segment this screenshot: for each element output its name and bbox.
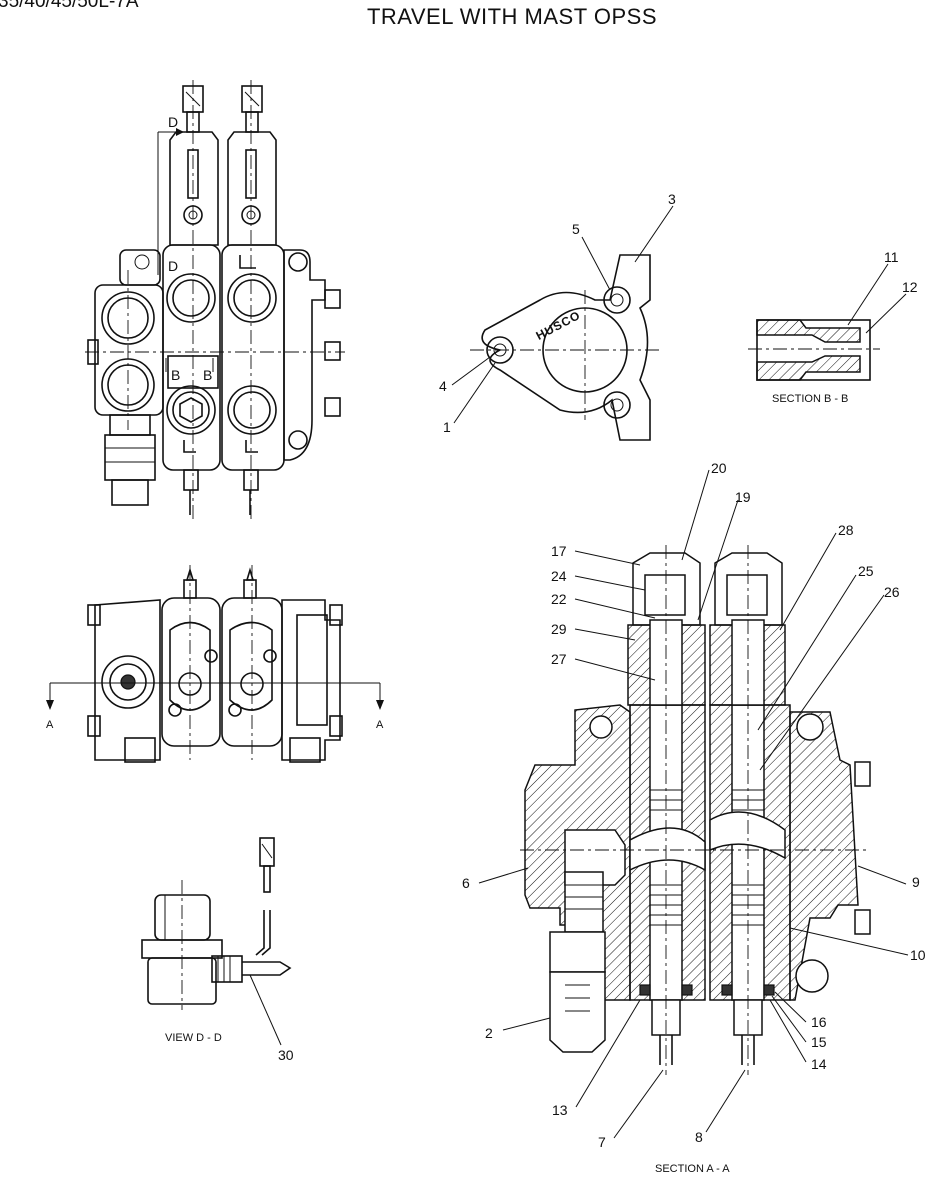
view-letter-a-left: A [46, 719, 54, 731]
callout-15: 15 [811, 1034, 827, 1050]
top-view [46, 565, 384, 763]
section-a-a-drawing [520, 545, 871, 1075]
view-letter-d-body: D [168, 258, 178, 274]
callout-5: 5 [572, 221, 580, 237]
callout-17: 17 [551, 543, 567, 559]
callout-30: 30 [278, 1047, 294, 1063]
view-letter-b-left: B [171, 367, 180, 383]
callout-11: 11 [884, 249, 899, 265]
callout-22: 22 [551, 591, 567, 607]
callout-19: 19 [735, 489, 751, 505]
caption-section-a-a: SECTION A - A [655, 1163, 730, 1175]
callout-13: 13 [552, 1102, 568, 1118]
front-view [85, 80, 345, 520]
callout-6: 6 [462, 875, 470, 891]
view-d-d-drawing [141, 837, 292, 1010]
mounting-bracket [470, 254, 660, 441]
view-letter-d-top: D [168, 114, 178, 130]
model-code: 35/40/45/50L-7A [0, 0, 139, 12]
brand-mark: HUSCO [534, 308, 583, 343]
callout-20: 20 [711, 460, 727, 476]
callout-28: 28 [838, 522, 854, 538]
view-letter-b-right: B [203, 367, 212, 383]
callout-16: 16 [811, 1014, 827, 1030]
callout-2: 2 [485, 1025, 493, 1041]
callout-27: 27 [551, 651, 567, 667]
callout-7: 7 [598, 1134, 606, 1150]
caption-view-d-d: VIEW D - D [165, 1032, 222, 1044]
callout-4: 4 [439, 378, 447, 394]
caption-section-b-b: SECTION B - B [772, 393, 848, 405]
callout-14: 14 [811, 1056, 827, 1072]
callout-1: 1 [443, 419, 451, 435]
section-b-b-drawing [748, 319, 880, 381]
callout-10: 10 [910, 947, 926, 963]
callout-leaders [249, 205, 909, 1139]
callout-9: 9 [912, 874, 920, 890]
view-letter-a-right: A [376, 719, 384, 731]
callout-29: 29 [551, 621, 567, 637]
page-title: TRAVEL WITH MAST OPSS [366, 4, 658, 29]
callout-24: 24 [551, 568, 567, 584]
callout-3: 3 [668, 191, 676, 207]
callout-25: 25 [858, 563, 874, 579]
callout-26: 26 [884, 584, 900, 600]
callout-12: 12 [902, 279, 918, 295]
callout-8: 8 [695, 1129, 703, 1145]
